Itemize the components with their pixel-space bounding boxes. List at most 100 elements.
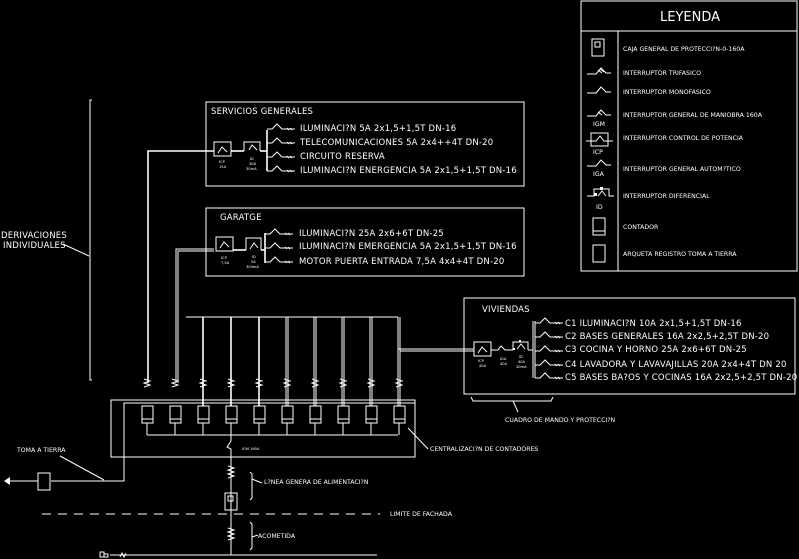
- leader-line: [59, 455, 105, 481]
- centralizacion-inner-frame: [123, 402, 415, 480]
- panel-title: VIVIENDAS: [482, 305, 530, 315]
- iga-icon: [491, 345, 513, 351]
- legend-label: ARQUETA REGISTRO TOMA A TIERRA: [623, 251, 737, 258]
- viviendas-circuit-labels: C1 ILUMINACI?N 10A 2x1,5+1,5T DN-16 C2 B…: [565, 319, 797, 383]
- branch-switch-icon: [535, 372, 563, 379]
- svg-text:30mA: 30mA: [516, 365, 527, 369]
- circuit-label: ILUMINACI?N ENERGENCIA 5A 2x1,5+1,5T DN-…: [300, 166, 517, 176]
- acometida-label: ACOMETIDA: [258, 533, 296, 540]
- branch-switch-icon: [535, 345, 563, 352]
- feeder-line: [397, 348, 474, 400]
- meter-row: [141, 317, 406, 435]
- circuit-label: C3 COCINA Y HORNO 25A 2x6+6T DN-25: [565, 345, 747, 355]
- cable-marker: [119, 551, 127, 559]
- contador-icon: [141, 405, 154, 424]
- igm-icon: [226, 435, 232, 456]
- svg-text:30mA: 30mA: [246, 167, 257, 171]
- svg-text:IGM: IGM: [593, 121, 605, 128]
- svg-text:ICP: ICP: [221, 256, 228, 260]
- id-icon: [245, 237, 262, 250]
- interruptor-general-automatico-icon: IGA: [587, 159, 611, 178]
- cable-marker: [142, 378, 152, 388]
- panel-title: SERVICIOS GENERALES: [211, 107, 313, 117]
- legend: LEYENDA IGM ICP IGA: [580, 0, 798, 272]
- garatge-circuit-labels: ILUMINACI?N 25A 2x6+6T DN-25 ILUMINACI?N…: [299, 229, 517, 267]
- contador-icon: [592, 217, 606, 236]
- contador-icon: [169, 405, 182, 424]
- interruptor-monofasico-icon: [587, 86, 611, 94]
- circuit-label: ILUMINACI?N 5A 2x1,5+1,5T DN-16: [300, 124, 456, 134]
- cuadro-bracket: [470, 396, 554, 402]
- branch-switch-icon: [267, 165, 295, 172]
- legend-label: CONTADOR: [623, 224, 659, 231]
- panel-title: GARATGE: [220, 213, 262, 223]
- circuit-label: ILUMINACI?N EMERGENCIA 5A 2x1,5+1,5T DN-…: [299, 242, 517, 252]
- arqueta-registro-icon: [592, 244, 606, 263]
- contador-icon: [393, 405, 406, 424]
- cable-marker: [310, 378, 320, 388]
- icp-icon: [473, 341, 492, 357]
- arqueta-registro-icon: [37, 472, 51, 491]
- circuit-label: CIRCUITO RESERVA: [300, 152, 385, 162]
- svg-text:15A: 15A: [219, 165, 227, 169]
- cable-marker: [226, 527, 236, 541]
- svg-text:ID: ID: [596, 204, 603, 211]
- derivaciones-label-1: DERIVACIONES: [1, 231, 67, 241]
- network-connection-icon: [99, 551, 109, 558]
- circuit-label: MOTOR PUERTA ENTRADA 7,5A 4x4+4T DN-20: [299, 257, 504, 267]
- branch-switch-icon: [535, 317, 563, 324]
- panel-frame: [205, 101, 525, 187]
- legend-frame: [580, 0, 798, 272]
- cable-marker: [338, 378, 348, 388]
- acometida-bracket: [249, 521, 253, 551]
- circuit-label: TELECOMUNICACIONES 5A 2x4++4T DN-20: [299, 138, 493, 148]
- cable-marker: [394, 378, 404, 388]
- icp-icon: [215, 236, 234, 252]
- svg-text:ID: ID: [519, 355, 523, 359]
- branch-switch-icon: [535, 359, 563, 366]
- centralizacion-contadores: CENTRALIZACI?N DE CONTADORES IGM 160A: [110, 316, 538, 480]
- circuit-label: C5 BASES BA?OS Y COCINAS 16A 2x2,5+2,5T …: [565, 373, 797, 383]
- contador-icon: [225, 405, 238, 424]
- panel-frame: [463, 297, 796, 395]
- branch-switch-icon: [265, 228, 293, 235]
- interruptor-trifasico-icon: [587, 67, 611, 75]
- legend-label: INTERRUPTOR MONOFASICO: [623, 89, 711, 96]
- contador-icon: [337, 405, 350, 424]
- linea-bracket: [249, 471, 253, 501]
- centralizacion-label: CENTRALIZACI?N DE CONTADORES: [430, 446, 538, 453]
- cable-marker: [198, 378, 208, 388]
- svg-text:IGA: IGA: [500, 357, 507, 361]
- legend-label: INTERRUPTOR TRIFASICO: [623, 70, 701, 77]
- cuadro-mando-annotation: CUADRO DE MANDO Y PROTECCI?N: [470, 396, 616, 424]
- legend-label: INTERRUPTOR GENERAL AUTOM?TICO: [623, 166, 741, 173]
- circuit-label: C4 LAVADORA Y LAVAVAJILLAS 20A 2x4+4T DN…: [565, 360, 787, 370]
- svg-text:IGA: IGA: [593, 171, 605, 178]
- viviendas-panel: VIVIENDAS ICP 40A IGA 40A ID 40A 30mA: [397, 297, 796, 400]
- branch-circuits: [265, 123, 563, 380]
- svg-text:7,5A: 7,5A: [221, 261, 230, 265]
- branch-switch-icon: [535, 331, 563, 338]
- derivaciones-bracket: [89, 99, 92, 381]
- ground-arrow-icon: [4, 477, 10, 485]
- icp-icon: [213, 141, 232, 157]
- derivaciones-annotation: DERIVACIONES INDIVIDUALES: [1, 99, 92, 381]
- svg-text:ICP: ICP: [593, 149, 603, 156]
- panel-frame: [205, 207, 525, 277]
- cable-marker: [170, 378, 180, 388]
- interruptor-general-maniobra-icon: IGM: [587, 109, 611, 128]
- circuit-label: C1 ILUMINACI?N 10A 2x1,5+1,5T DN-16: [565, 319, 742, 329]
- contador-icon: [365, 405, 378, 424]
- legend-title: LEYENDA: [660, 10, 720, 25]
- branch-switch-icon: [265, 256, 293, 263]
- branch-switch-icon: [265, 242, 293, 249]
- legend-label: INTERRUPTOR CONTROL DE POTENCIA: [623, 135, 744, 142]
- cable-marker: [282, 378, 292, 388]
- linea-general-label: L?NEA GENERA DE ALIMENTACI?N: [264, 479, 369, 486]
- circuit-label: C2 BASES GENERALES 16A 2x2,5+2,5T DN-20: [565, 332, 769, 342]
- svg-text:40A: 40A: [518, 360, 526, 364]
- legend-label: CAJA GENERAL DE PROTECCI?N-0-160A: [623, 46, 745, 53]
- contador-icon: [281, 405, 294, 424]
- svg-text:40A: 40A: [500, 362, 508, 366]
